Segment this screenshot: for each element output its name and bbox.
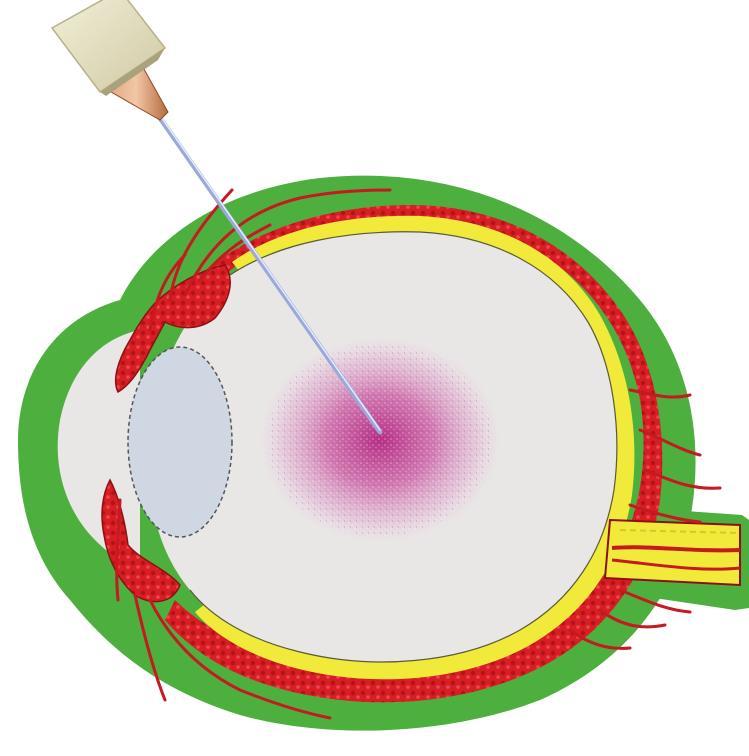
lens <box>128 347 232 537</box>
drug-cloud-texture <box>268 344 492 536</box>
